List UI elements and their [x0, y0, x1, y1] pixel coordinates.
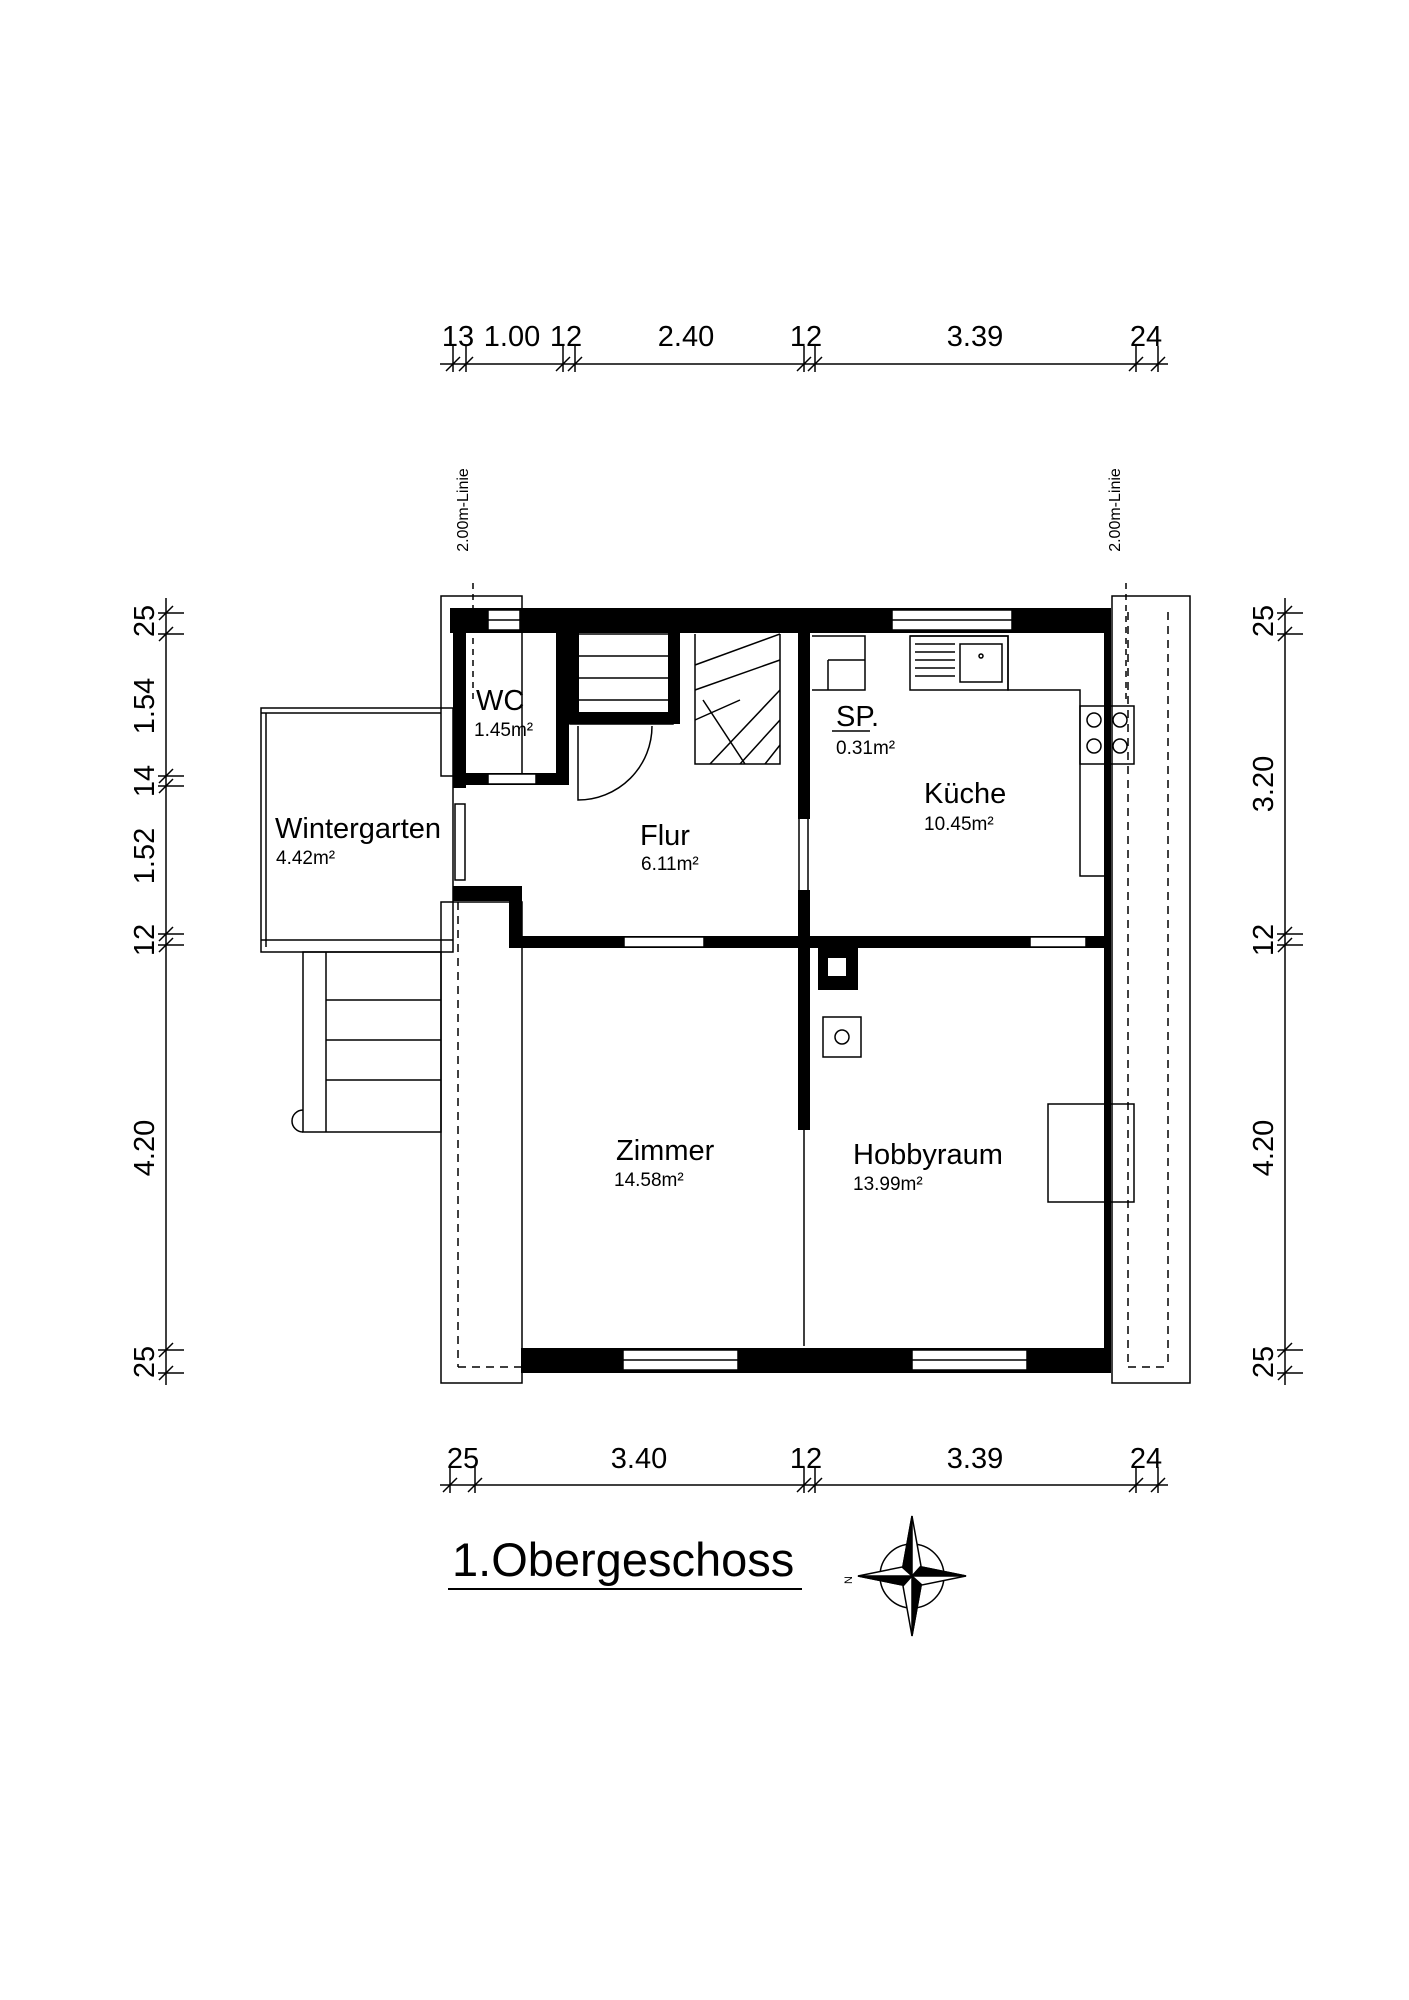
dim-bottom-0: 25 [447, 1443, 479, 1475]
room-name-zimmer: Zimmer [616, 1135, 715, 1167]
height-lines [472, 583, 1127, 700]
room-area-kueche: 10.45m² [924, 814, 994, 835]
room-name-hobbyraum: Hobbyraum [853, 1139, 1003, 1171]
dim-left-1: 1.54 [129, 678, 161, 734]
room-area-flur: 6.11m² [641, 854, 699, 875]
dim-left-0: 25 [129, 605, 161, 637]
plan-title: 1.Obergeschoss [452, 1533, 794, 1586]
dim-left-6: 25 [129, 1346, 161, 1378]
dim-right-4: 25 [1248, 1346, 1280, 1378]
dim-left-4: 12 [129, 924, 161, 956]
left-dimension-line [158, 598, 184, 1385]
dim-bottom-4: 24 [1130, 1443, 1162, 1475]
bottom-dimension-line [440, 1467, 1168, 1493]
height-line-label-right: 2.00m-Linie [1107, 468, 1124, 552]
room-name-flur: Flur [640, 820, 690, 852]
dim-right-0: 25 [1248, 605, 1280, 637]
thin-outlines [260, 595, 1191, 1384]
dim-top-0: 13 [442, 321, 474, 353]
dim-right-2: 12 [1248, 924, 1280, 956]
room-area-wintergarten: 4.42m² [276, 848, 335, 869]
right-dimension-line [1277, 598, 1303, 1385]
windows [454, 609, 1087, 1371]
dim-top-6: 24 [1130, 321, 1162, 353]
room-name-wintergarten: Wintergarten [275, 813, 441, 845]
compass-label: N [843, 1576, 855, 1584]
compass-icon [857, 1515, 967, 1637]
dim-right-3: 4.20 [1248, 1120, 1280, 1176]
room-name-wc: WC [476, 685, 524, 717]
room-area-zimmer: 14.58m² [614, 1170, 684, 1191]
dim-right-1: 3.20 [1248, 756, 1280, 812]
room-area-hobbyraum: 13.99m² [853, 1174, 923, 1195]
dim-left-5: 4.20 [129, 1120, 161, 1176]
dim-left-2: 14 [129, 765, 161, 797]
dim-top-1: 1.00 [484, 321, 540, 353]
dim-top-3: 2.40 [658, 321, 714, 353]
room-name-kueche: Küche [924, 778, 1006, 810]
room-area-sp: 0.31m² [836, 738, 895, 759]
dim-bottom-3: 3.39 [947, 1443, 1003, 1475]
top-dimension-line [440, 346, 1168, 372]
dim-top-2: 12 [550, 321, 582, 353]
height-line-label-left: 2.00m-Linie [455, 468, 472, 552]
dim-bottom-2: 12 [790, 1443, 822, 1475]
room-area-wc: 1.45m² [474, 720, 533, 741]
dim-left-3: 1.52 [129, 828, 161, 884]
dim-top-4: 12 [790, 321, 822, 353]
dim-bottom-1: 3.40 [611, 1443, 667, 1475]
room-name-sp: SP. [836, 701, 879, 733]
dim-top-5: 3.39 [947, 321, 1003, 353]
